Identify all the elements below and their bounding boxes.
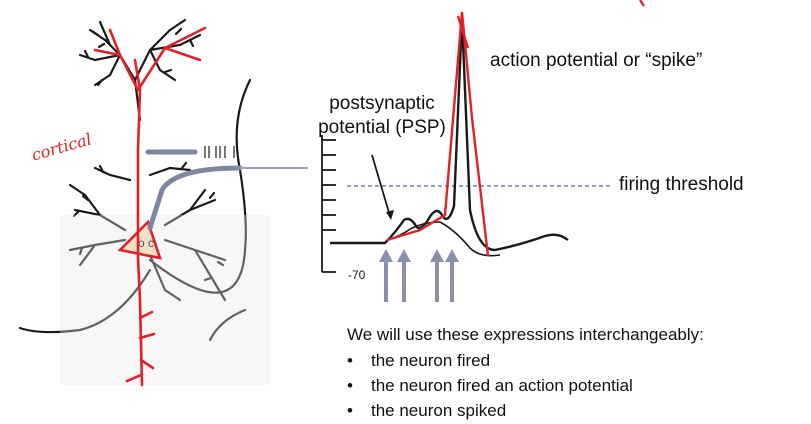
- psp-summation-trace: [385, 221, 501, 257]
- list-item: • the neuron spiked: [347, 398, 704, 423]
- notes-block: We will use these expressions interchang…: [347, 325, 704, 423]
- voltage-axis: [321, 135, 336, 273]
- neuron-dendrites: [18, 18, 252, 342]
- list-item-text: the neuron fired: [371, 351, 491, 370]
- bullet-icon: •: [347, 351, 353, 370]
- bullet-icon: •: [347, 401, 353, 420]
- svg-text:o c: o c: [138, 236, 154, 250]
- soma: [117, 219, 162, 260]
- spike-train-raster: [204, 146, 235, 158]
- resting-potential-tick-label: -70: [348, 268, 366, 282]
- list-item: • the neuron fired an action potential: [347, 373, 704, 398]
- action-potential-label: action potential or “spike”: [490, 50, 703, 71]
- neuron-panel-shade: [60, 215, 270, 385]
- firing-threshold-label: firing threshold: [619, 174, 744, 195]
- list-item-text: the neuron spiked: [371, 401, 507, 420]
- psp-label-line1: postsynaptic: [329, 93, 435, 114]
- red-annotation-overlay: [93, 26, 207, 387]
- psp-label: postsynaptic potential (PSP): [302, 92, 462, 140]
- red-spike-annotation: [386, 0, 645, 257]
- bullet-icon: •: [347, 376, 353, 395]
- notes-list: • the neuron fired • the neuron fired an a…: [347, 348, 704, 423]
- psp-pointer-arrow: [371, 154, 391, 217]
- psp-label-line2: potential (PSP): [318, 117, 446, 138]
- synaptic-input-arrows: [379, 249, 459, 302]
- electrode: [145, 149, 243, 231]
- list-item: • the neuron fired: [347, 348, 704, 373]
- list-item-text: the neuron fired an action potential: [371, 376, 633, 395]
- membrane-potential-trace: [330, 16, 569, 252]
- notes-intro: We will use these expressions interchang…: [347, 325, 704, 344]
